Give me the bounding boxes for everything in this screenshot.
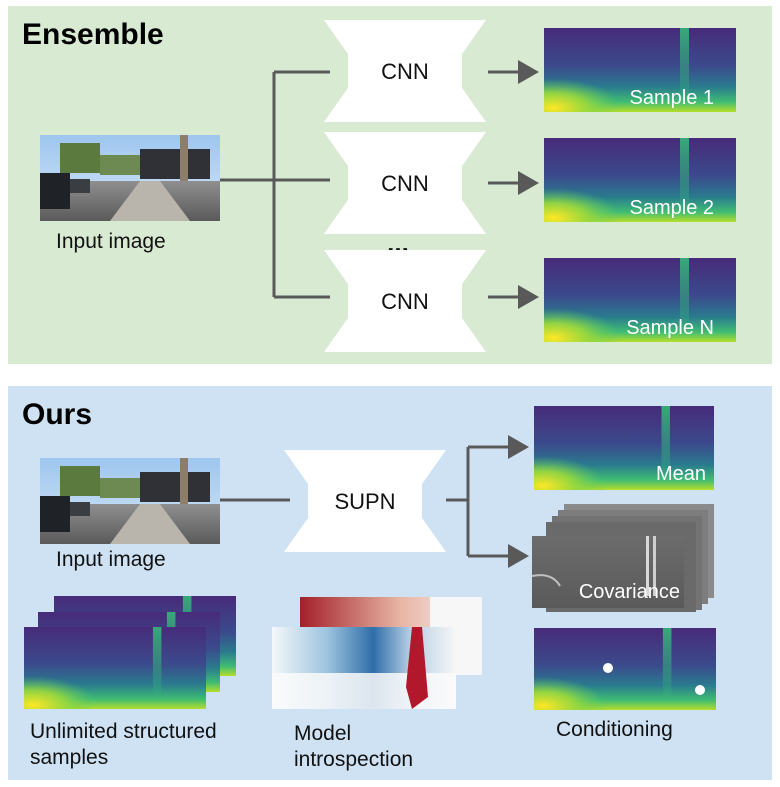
conditioning-label: Conditioning [556, 718, 673, 741]
supn-network-label: SUPN [334, 489, 395, 514]
ensemble-network-3: CNN [324, 250, 486, 352]
ours-title: Ours [22, 398, 92, 431]
conditioning-map [534, 628, 716, 710]
ensemble-wires [220, 60, 539, 309]
covariance-stack: Covariance [531, 504, 714, 612]
structured-samples-stack [24, 596, 236, 709]
structured-samples-label-line-2: samples [30, 746, 108, 769]
ensemble-sample-2-label: Sample 2 [630, 197, 715, 219]
covariance-map: Covariance [531, 536, 684, 608]
ensemble-network-3-label: CNN [381, 289, 429, 314]
ours-panel: Ours Input image SUPN Mean [8, 386, 772, 780]
conditioning-point-1 [603, 663, 613, 673]
ensemble-title: Ensemble [22, 18, 164, 51]
ensemble-sample-n-label: Sample N [626, 317, 714, 339]
ensemble-sample-n: Sample N [544, 258, 736, 342]
introspection-maps [272, 597, 482, 709]
ours-input-image [40, 458, 220, 544]
ensemble-network-1: CNN [324, 20, 486, 122]
ensemble-network-2-label: CNN [381, 171, 429, 196]
ensemble-input-label: Input image [56, 230, 166, 253]
mean-depth-map: Mean [534, 406, 714, 490]
ensemble-network-2: CNN [324, 132, 486, 234]
ensemble-panel: Ensemble Input image CNN CNN ... CNN [8, 6, 772, 364]
supn-network: SUPN [284, 450, 446, 552]
mean-label: Mean [656, 463, 706, 485]
ensemble-input-image [40, 135, 220, 221]
ours-wires [220, 435, 529, 568]
covariance-label: Covariance [579, 581, 680, 603]
ensemble-sample-1: Sample 1 [544, 28, 736, 112]
introspection-label-line-2: introspection [294, 748, 413, 771]
ensemble-sample-1-label: Sample 1 [630, 87, 715, 109]
introspection-map-front [272, 627, 456, 709]
ensemble-sample-2: Sample 2 [544, 138, 736, 222]
ensemble-network-1-label: CNN [381, 59, 429, 84]
conditioning-point-2 [695, 685, 705, 695]
structured-samples-label-line-1: Unlimited structured [30, 720, 217, 743]
introspection-label-line-1: Model [294, 722, 351, 745]
ours-input-label: Input image [56, 548, 166, 571]
